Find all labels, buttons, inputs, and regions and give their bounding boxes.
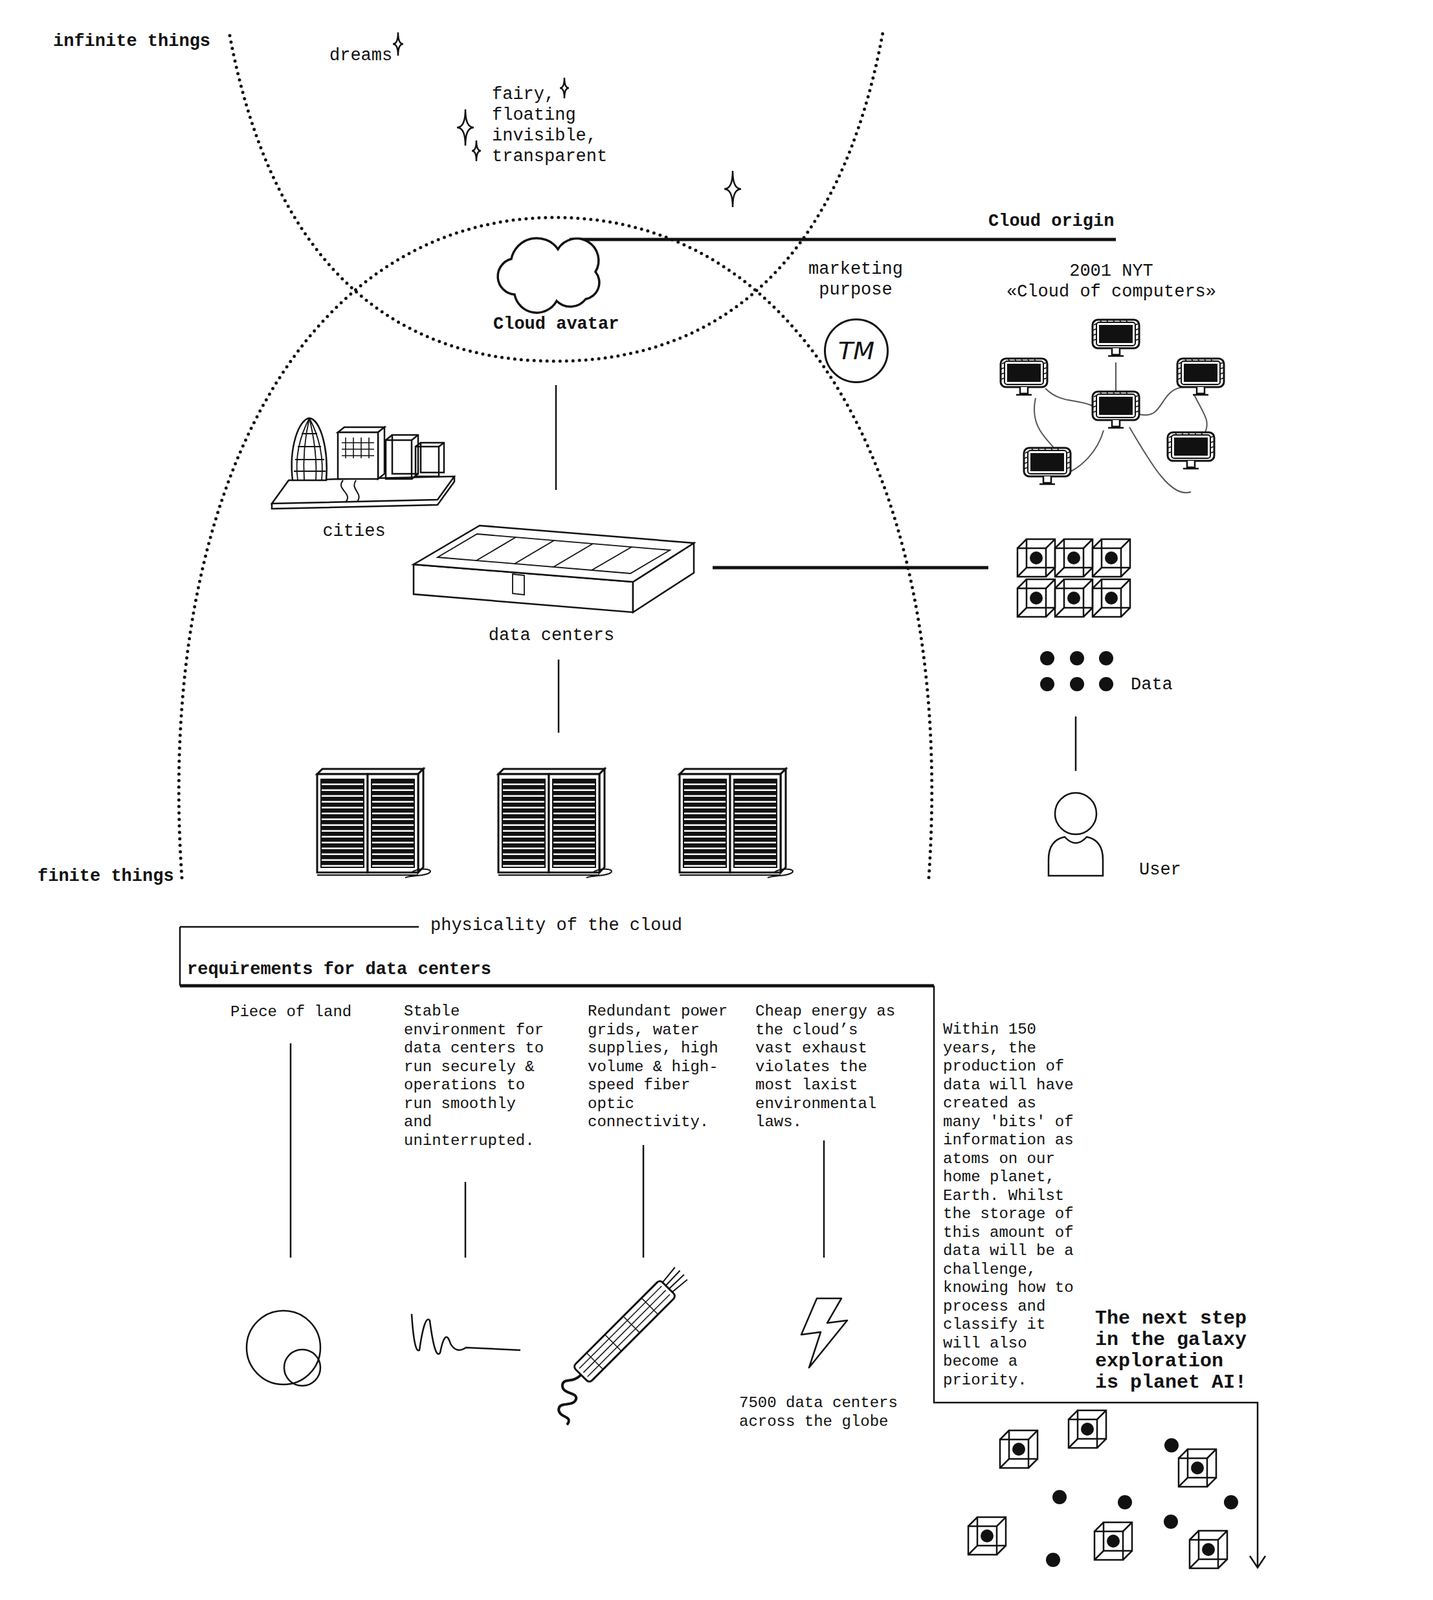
trademark-text: TM [838, 336, 875, 366]
lightning-bolt [801, 1298, 848, 1368]
requirements-bar [179, 984, 934, 988]
cloud-icon [497, 238, 600, 313]
icon-label: User [1139, 859, 1182, 881]
requirement-text: Cheap energy as the cloud’s vast exhaust… [755, 1002, 898, 1133]
section-heading: Cloud origin [988, 211, 1114, 232]
concept-label: fairy, floating invisible, transparent [491, 84, 611, 167]
region-label: infinite things [53, 31, 211, 52]
bracket-label: physicality of the cloud [430, 915, 683, 936]
computer-network [1000, 319, 1224, 493]
section-heading: requirements for data centers [187, 959, 492, 980]
user-icon [1048, 792, 1103, 876]
concept-label: dreams [329, 45, 393, 67]
requirement-text: Redundant power grids, water supplies, h… [587, 1002, 731, 1133]
cities-illustration [271, 418, 455, 509]
data-dots [1040, 651, 1114, 692]
leader-lines [179, 385, 1266, 1568]
icon-label: data centers [488, 625, 615, 646]
dotted-boundaries [178, 32, 932, 878]
cloud-origin-line [569, 238, 1116, 242]
region-label: finite things [37, 866, 175, 887]
data-center-building [413, 525, 694, 613]
data-cubes [1017, 539, 1131, 617]
note-text: Within 150 years, the production of data… [943, 1020, 1077, 1390]
requirement-text: Stable environment for data centers to r… [403, 1002, 547, 1151]
infinite-arc [229, 32, 883, 362]
statistic-text: 7500 data centers across the globe [739, 1394, 901, 1432]
source-label: «Cloud of computers» [1006, 281, 1217, 303]
ai-planet-dots [1045, 1438, 1239, 1567]
source-label: 2001 NYT [1069, 260, 1154, 282]
requirement-text: Piece of land [230, 1002, 352, 1022]
land-circles [246, 1310, 321, 1386]
server-racks [317, 768, 793, 878]
icon-label: cities [322, 521, 386, 542]
headline-text: The next step in the galaxy exploration … [1095, 1308, 1250, 1394]
sparkles [392, 32, 742, 208]
icon-label: Data [1130, 674, 1173, 696]
finite-dome [178, 217, 932, 878]
concept-label: marketing purpose [807, 258, 905, 301]
trademark-circle: TM [823, 318, 889, 384]
ai-planet-cubes [968, 1410, 1228, 1569]
fiber-cable [541, 1264, 701, 1425]
stability-wave [411, 1313, 521, 1355]
icon-label: Cloud avatar [493, 313, 619, 335]
data-link-line [712, 566, 989, 570]
